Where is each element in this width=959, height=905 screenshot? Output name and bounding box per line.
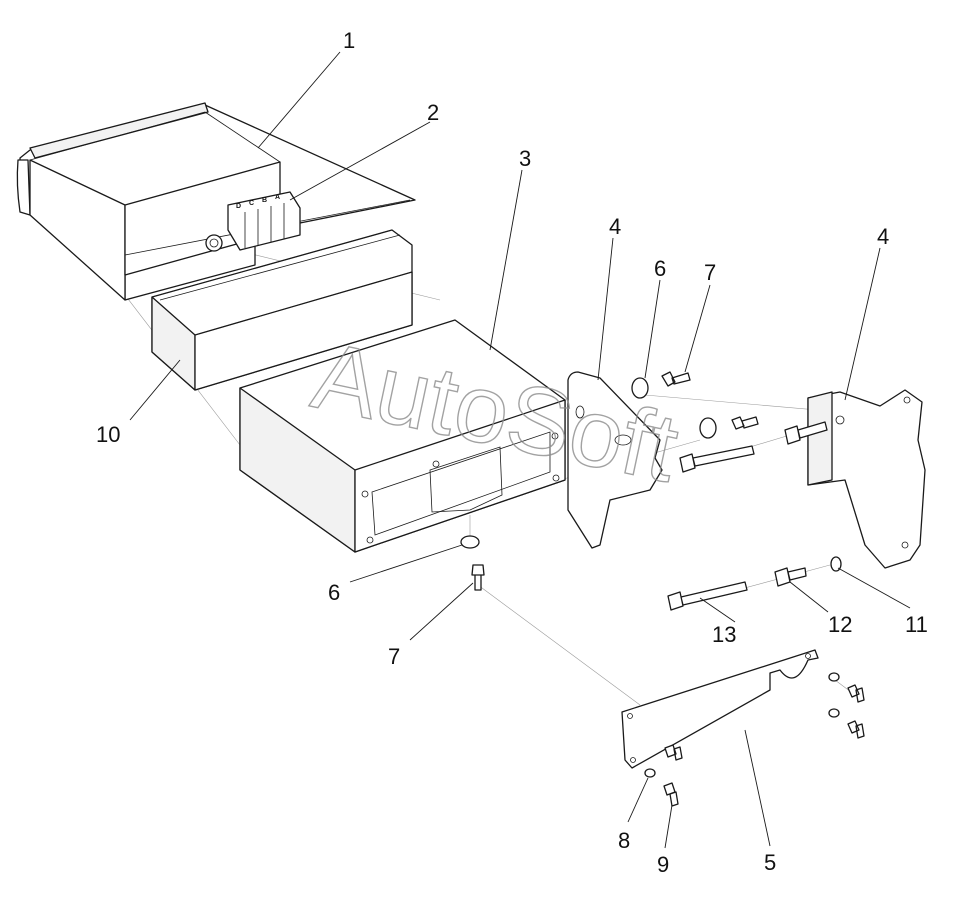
bolt-7-mid [731, 416, 759, 430]
part-3-main-case [239, 319, 566, 553]
washer-upper-right-1 [828, 672, 840, 682]
bolt-upper-right-small-1 [847, 684, 865, 703]
callout-3: 3 [519, 146, 531, 171]
callout-9: 9 [657, 852, 669, 877]
callout-13: 13 [712, 622, 736, 647]
callout-2: 2 [427, 100, 439, 125]
bolt-plate [664, 744, 683, 761]
washer-6-upper [631, 377, 649, 399]
bolt-7-lower [471, 564, 485, 591]
callout-4-right: 4 [877, 224, 889, 249]
callout-7-upper: 7 [704, 260, 716, 285]
bolt-7-upper [661, 371, 691, 387]
bolt-upper-right-small-2 [847, 720, 865, 739]
callout-7-lower: 7 [388, 644, 400, 669]
washer-11 [830, 556, 842, 572]
callout-6-upper: 6 [654, 256, 666, 281]
part-2-terminal-block [227, 191, 301, 251]
callout-8: 8 [618, 828, 630, 853]
bolt-9 [663, 782, 679, 807]
bolt-upper-right [784, 421, 828, 445]
washer-8 [644, 768, 656, 778]
callout-5: 5 [764, 850, 776, 875]
part-1-instrument-unit [16, 102, 416, 301]
washer-upper-right-2 [828, 708, 840, 718]
part-5-mounting-plate [621, 649, 819, 769]
terminal-label-c: C [249, 200, 254, 207]
bolt-13 [667, 581, 748, 611]
callout-11: 11 [905, 612, 928, 637]
callout-6-lower: 6 [328, 580, 340, 605]
terminal-label-b: B [262, 197, 267, 204]
part-4-left-bracket [567, 371, 663, 549]
washer-6-lower [460, 535, 480, 549]
round-connector [205, 234, 223, 252]
callout-12: 12 [828, 612, 852, 637]
bolt-12 [774, 567, 807, 587]
bolt-long-mid [679, 445, 755, 473]
part-10-sleeve [151, 229, 413, 391]
washer-6-mid [699, 417, 717, 439]
terminal-label-d: D [236, 203, 241, 210]
callout-10: 10 [96, 422, 120, 447]
part-4-right-bracket [807, 389, 926, 569]
leader-lines [129, 51, 911, 849]
bolts [471, 371, 865, 807]
callout-1: 1 [343, 28, 355, 53]
callout-4-left: 4 [609, 214, 621, 239]
terminal-label-a: A [275, 194, 280, 201]
washers [460, 377, 842, 778]
